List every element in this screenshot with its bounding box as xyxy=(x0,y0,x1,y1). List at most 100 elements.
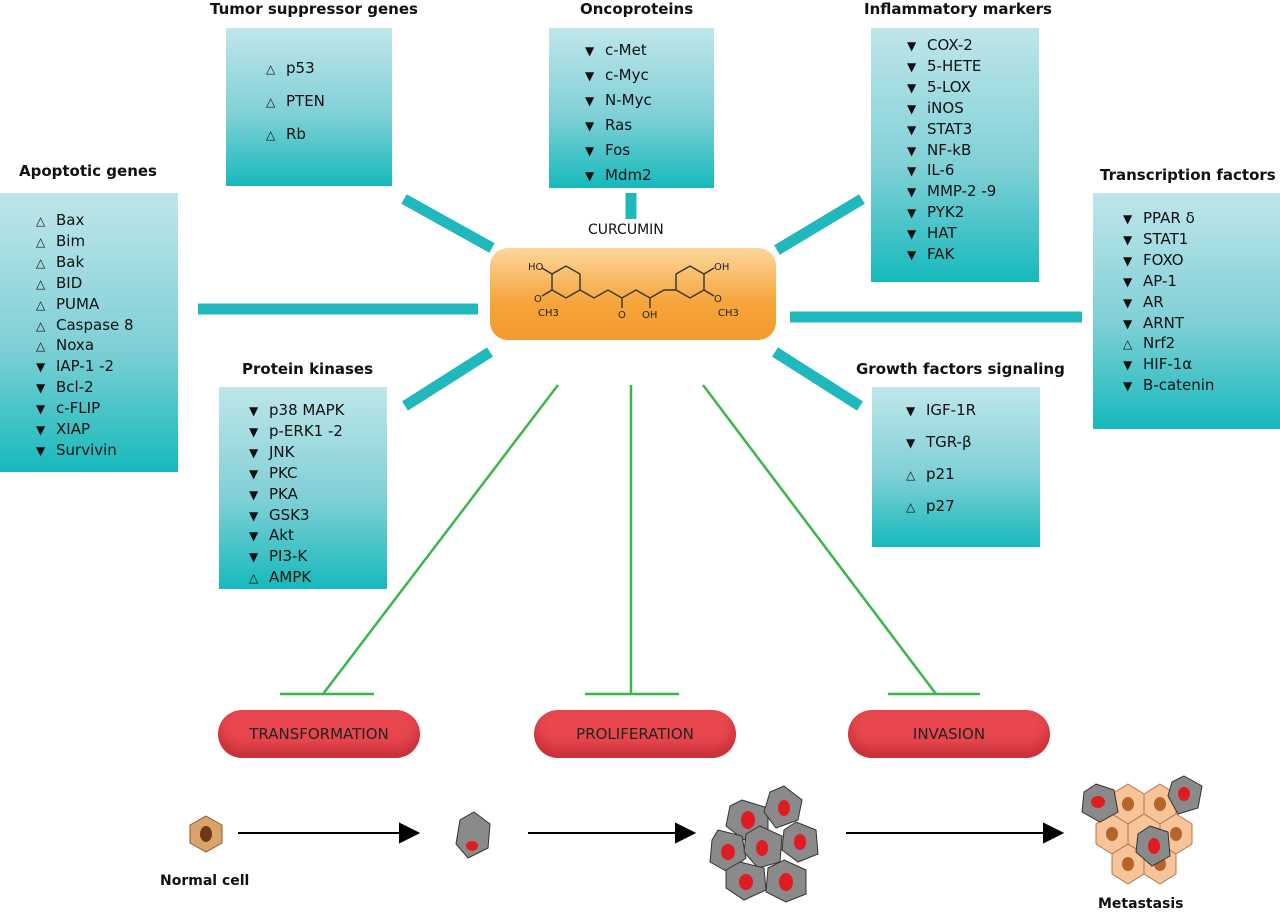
gene-label: Ras xyxy=(605,116,633,134)
nucleus-icon xyxy=(741,811,755,829)
normal-cell-nucleus-icon xyxy=(200,826,212,842)
list-item: ▼PKC xyxy=(249,464,344,485)
list-item: ▼IGF-1R xyxy=(906,395,976,427)
nucleus-icon xyxy=(1091,796,1105,808)
nucleus-icon xyxy=(1154,797,1166,811)
gene-label: PYK2 xyxy=(927,203,965,222)
marker-icon: ▼ xyxy=(907,164,917,179)
list-item: ▼PYK2 xyxy=(907,203,996,224)
gene-label: IAP-1 -2 xyxy=(56,357,115,376)
list-item: ▼c-Myc xyxy=(585,63,652,88)
gene-label: MMP-2 -9 xyxy=(927,182,997,201)
marker-icon: ▼ xyxy=(907,185,917,200)
marker-icon: ▼ xyxy=(907,143,917,158)
gene-label: Mdm2 xyxy=(605,166,652,184)
connector-tumor-suppressor xyxy=(401,194,495,253)
marker-icon: ▼ xyxy=(907,248,917,263)
list-item: ▼ MMP-2 -9 xyxy=(907,182,996,203)
list-item: ▼ IL-6 xyxy=(907,161,996,182)
list-item: ▼FOXO xyxy=(1123,251,1214,272)
list-item: △PTEN xyxy=(266,85,325,118)
list-item: △Noxa xyxy=(36,336,134,357)
list-item: ▼AR xyxy=(1123,293,1214,314)
list-item: △p21 xyxy=(906,459,976,491)
marker-icon: ▼ xyxy=(1123,316,1133,331)
marker-icon: ▼ xyxy=(36,423,46,438)
gene-label: TGR-β xyxy=(926,433,972,451)
marker-icon: △ xyxy=(266,62,276,76)
connector-growth-factors xyxy=(772,347,863,411)
gene-label: PKC xyxy=(269,463,298,482)
marker-icon: ▼ xyxy=(249,424,259,439)
o-bond-right xyxy=(703,289,715,297)
marker-icon: ▼ xyxy=(906,404,916,418)
list-item: ▼ NF-kB xyxy=(907,141,996,162)
list-item: △Bak xyxy=(36,253,134,274)
metastasis-label: Metastasis xyxy=(1098,896,1184,912)
marker-icon: ▼ xyxy=(1123,379,1133,394)
list-item: △Nrf2 xyxy=(1123,334,1214,355)
marker-icon: ▼ xyxy=(585,94,595,108)
list-item: ▼AP-1 xyxy=(1123,272,1214,293)
connector-protein-kinases xyxy=(402,347,493,411)
list-item: ▼STAT3 xyxy=(907,120,996,141)
transformation-pill: TRANSFORMATION xyxy=(218,710,420,758)
list-item: △AMPK xyxy=(249,568,344,589)
gene-label: PUMA xyxy=(56,294,100,313)
ch3-label-left: CH3 xyxy=(538,308,559,319)
gene-label: Noxa xyxy=(56,336,95,355)
transformed-nucleus-icon xyxy=(466,841,478,851)
marker-icon: △ xyxy=(36,255,46,270)
curcumin-structure: HO O CH3 O OH OH O CH3 xyxy=(528,262,739,321)
gene-label: p53 xyxy=(286,59,315,77)
marker-icon: △ xyxy=(1123,337,1133,352)
marker-icon: ▼ xyxy=(249,404,259,418)
gene-label: STAT1 xyxy=(1143,229,1189,248)
marker-icon: ▼ xyxy=(36,402,46,417)
gene-label: JNK xyxy=(269,442,295,461)
protein-kinases-box: ▼p38 MAPK ▼p-ERK1 -2 ▼JNK ▼PKC ▼PKA ▼GSK… xyxy=(219,387,387,589)
marker-icon: ▼ xyxy=(907,80,917,95)
list-item: △Bim xyxy=(36,232,134,253)
list-item: △p27 xyxy=(906,491,976,523)
normal-cell-label: Normal cell xyxy=(160,873,250,889)
list-item: ▼ TGR-β xyxy=(906,427,976,459)
inhibit-line-transformation xyxy=(322,384,559,695)
oh-label-right: OH xyxy=(714,262,729,273)
gene-label: PTEN xyxy=(286,92,325,110)
list-item: ▼PI3-K xyxy=(249,547,344,568)
list-item: ▼c-Met xyxy=(585,38,652,63)
marker-icon: ▼ xyxy=(906,436,916,450)
connector-inflammatory xyxy=(774,194,865,255)
curcumin-label: CURCUMIN xyxy=(588,222,664,238)
marker-icon: △ xyxy=(36,318,46,333)
marker-icon: ▼ xyxy=(249,487,259,502)
gene-label: NF-kB xyxy=(927,140,972,159)
proliferation-pill: PROLIFERATION xyxy=(534,710,736,758)
list-item: ▼COX-2 xyxy=(907,36,996,57)
gene-label: IL-6 xyxy=(927,161,955,180)
inflammatory-list: ▼COX-2 ▼5-HETE ▼5-LOX ▼iNOS ▼STAT3 ▼NF-k… xyxy=(907,36,996,266)
gene-label: Bcl-2 xyxy=(56,378,94,397)
oncoproteins-title: Oncoproteins xyxy=(580,0,694,18)
gene-label: Caspase 8 xyxy=(56,315,134,334)
list-item: ▼Akt xyxy=(249,526,344,547)
gene-label: 5-HETE xyxy=(927,56,982,75)
gene-label: B-catenin xyxy=(1143,376,1215,395)
gene-label: 5-LOX xyxy=(927,77,971,96)
marker-icon: ▼ xyxy=(907,59,917,74)
marker-icon: ▼ xyxy=(585,169,595,183)
list-item: ▼ N-Myc xyxy=(585,88,652,113)
marker-icon: ▼ xyxy=(1123,232,1133,247)
nucleus-icon xyxy=(1106,827,1118,841)
gene-label: Akt xyxy=(269,526,294,545)
oh-label-left: HO xyxy=(528,262,544,273)
gene-label: c-FLIP xyxy=(56,399,101,418)
apoptotic-list: △Bax △Bim △Bak △BID △PUMA △Caspase 8 △No… xyxy=(36,211,134,462)
nucleus-icon xyxy=(1122,797,1134,811)
oh-bond-right xyxy=(703,267,715,275)
gene-label: N-Myc xyxy=(605,91,652,109)
list-item: ▼ Mdm2 xyxy=(585,163,652,188)
marker-icon: ▼ xyxy=(1123,295,1133,310)
